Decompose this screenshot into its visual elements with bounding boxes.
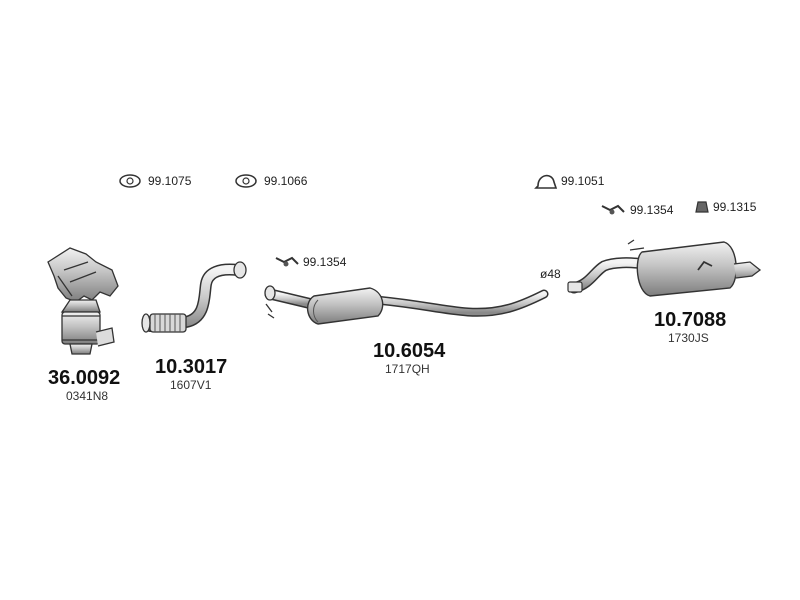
rear-silencer-drawing [567,239,762,297]
part-number: 10.3017 [155,356,228,378]
oe-reference: 0341N8 [66,389,109,403]
gasket-icon [119,174,141,188]
oe-reference: 1730JS [668,331,709,345]
part-number: 10.7088 [654,309,727,331]
pipe-diameter-label: ø48 [540,267,561,281]
part-number: 10.6054 [373,340,446,362]
part-number: 36.0092 [48,367,121,389]
oe-reference: 1717QH [385,362,430,376]
accessory-code: 99.1066 [264,174,308,188]
rubber-mount-icon [601,204,625,215]
clamp-icon [534,174,558,189]
accessory-code: 99.1354 [630,203,674,217]
accessory-code: 99.1315 [713,200,757,214]
accessory-code: 99.1354 [303,255,347,269]
gasket-icon [235,174,257,188]
manifold-catalyst-drawing [47,247,119,355]
flex-front-pipe-drawing [141,261,247,333]
accessory-code: 99.1051 [561,174,605,188]
middle-silencer-drawing [264,285,549,325]
oe-reference: 1607V1 [170,378,212,392]
hanger-icon [695,201,709,213]
accessory-code: 99.1075 [148,174,192,188]
rubber-mount-icon [275,256,299,267]
